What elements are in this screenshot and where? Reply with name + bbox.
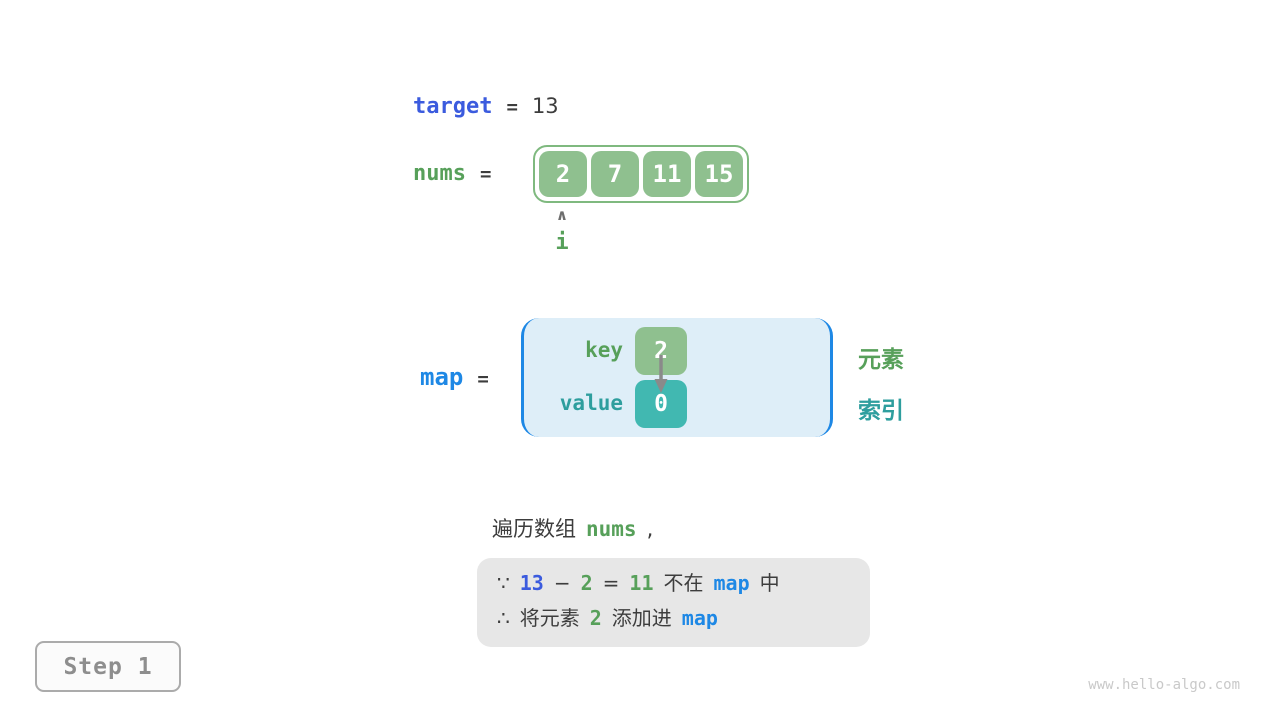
target-value: 13 (531, 94, 559, 118)
index-annotation: 索引 (858, 398, 904, 424)
map-label-row: map = (420, 363, 503, 391)
text-segment: = (602, 571, 620, 595)
watermark: www.hello-algo.com (1088, 677, 1240, 693)
map-container: key 2 value 0 (521, 318, 833, 437)
nums-label-row: nums = (413, 161, 505, 186)
array-cell-3: 15 (695, 151, 743, 197)
caption-sentence: 遍历数组 nums, (492, 513, 653, 543)
text-segment: nums (586, 517, 637, 541)
text-segment: , (646, 517, 654, 541)
text-segment: − (553, 571, 571, 595)
array-cell-1: 7 (591, 151, 639, 197)
text-segment: map (681, 606, 718, 630)
map-value-label: value (559, 391, 623, 415)
text-segment: map (713, 571, 750, 595)
text-segment: 将元素 (519, 606, 580, 630)
element-annotation: 元素 (858, 347, 904, 373)
array-cell-2: 11 (643, 151, 691, 197)
key-to-value-arrow-icon (654, 355, 668, 393)
map-key-label: key (585, 338, 623, 362)
equals-sign: = (479, 163, 492, 185)
text-segment: 2 (589, 606, 602, 630)
step-badge: Step 1 (35, 641, 181, 692)
text-segment: 13 (519, 571, 544, 595)
equals-sign: = (477, 368, 489, 390)
nums-array: 2 7 11 15 (533, 145, 749, 203)
array-cell-0: 2 (539, 151, 587, 197)
index-pointer-icon: ∧ (555, 206, 569, 224)
text-segment: ∴ (497, 606, 510, 630)
text-segment: 中 (759, 571, 780, 595)
target-keyword: target (413, 94, 493, 119)
note-line-2: ∴ 将元素 2 添加进 map (497, 602, 850, 637)
target-row: target = 13 (413, 94, 559, 119)
index-pointer-label: i (555, 230, 569, 255)
text-segment: 2 (580, 571, 593, 595)
text-segment: 添加进 (611, 606, 672, 630)
note-line-1: ∵ 13−2 = 11 不在 map 中 (497, 567, 850, 602)
map-keyword: map (420, 363, 464, 391)
text-segment: 11 (629, 571, 654, 595)
nums-keyword: nums (413, 161, 466, 186)
equals-sign: = (506, 96, 518, 118)
text-segment: 遍历数组 (492, 517, 576, 541)
text-segment: ∵ (497, 571, 510, 595)
text-segment: 不在 (663, 571, 704, 595)
